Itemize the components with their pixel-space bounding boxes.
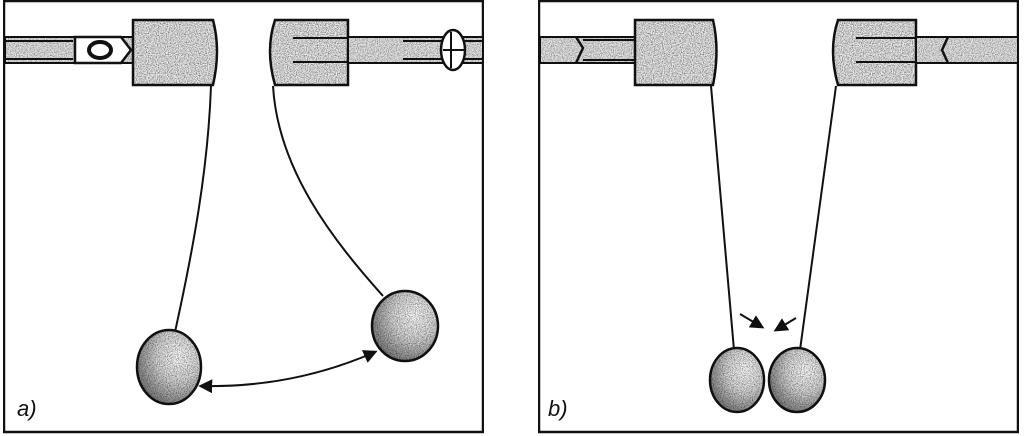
left-ball	[135, 328, 203, 406]
left-rod	[539, 36, 636, 64]
panel-a-label: a)	[17, 396, 37, 421]
left-ball	[708, 346, 766, 414]
attraction-arrow-right-icon	[773, 317, 797, 332]
right-rod	[915, 36, 1019, 64]
right-ball	[370, 289, 440, 363]
panel-a-frame	[3, 0, 484, 434]
clamp-hole-icon	[87, 40, 113, 60]
rod-clamp	[73, 35, 133, 65]
left-conductor-head	[583, 18, 718, 87]
right-conductor-head	[268, 18, 350, 87]
repulsion-arrow-icon	[198, 350, 378, 394]
left-conductor-head	[131, 18, 219, 87]
left-thread	[710, 85, 735, 351]
left-thread	[174, 85, 212, 333]
right-ball	[767, 346, 827, 414]
panel-a-illustration	[3, 0, 484, 434]
panel-a: a)	[3, 0, 484, 436]
right-thread	[799, 85, 837, 351]
panel-b: b)	[538, 0, 1019, 436]
right-conductor-head	[831, 18, 918, 87]
right-thread	[272, 85, 384, 297]
rod-knob	[439, 28, 467, 72]
panel-b-label: b)	[548, 396, 568, 421]
attraction-arrow-left-icon	[739, 313, 765, 329]
panel-b-illustration	[538, 0, 1019, 434]
